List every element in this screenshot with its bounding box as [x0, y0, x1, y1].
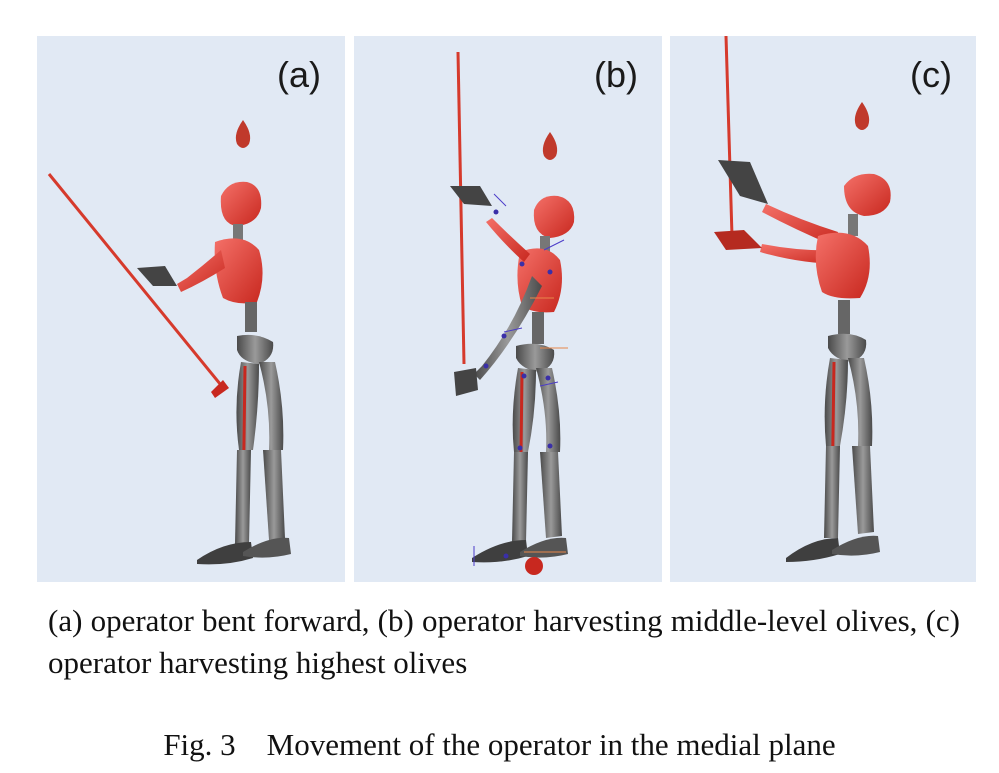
panel-a: (a) [37, 36, 345, 582]
figure-title: Fig. 3 Movement of the operator in the m… [163, 727, 836, 762]
panel-c: (c) [670, 36, 976, 582]
panel-b: (b) [354, 36, 662, 582]
operator-middle-level-harvest-illustration [450, 51, 575, 575]
panel-label: (b) [594, 54, 638, 95]
operator-highest-harvest-illustration [714, 36, 891, 562]
panel-label: (a) [277, 54, 321, 95]
figure-caption: (a) operator bent forward, (b) operator … [48, 603, 960, 680]
panel-label: (c) [910, 54, 952, 95]
operator-bent-forward-illustration [47, 120, 291, 565]
